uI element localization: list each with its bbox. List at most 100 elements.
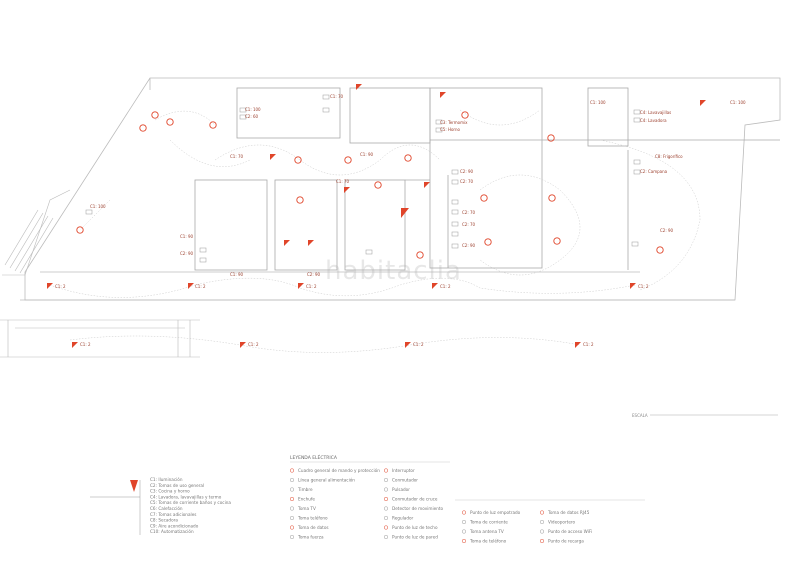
legend-symbol: [289, 534, 295, 540]
svg-text:C5: Horno: C5: Horno: [440, 127, 461, 132]
legend-item: C9: Aire acondicionado: [150, 523, 199, 528]
legend-symbol: [461, 510, 467, 515]
svg-text:C2: Campana: C2: Campana: [640, 169, 668, 174]
legend-item: C5: Tomas de corriente baños y cocina: [150, 500, 231, 505]
legend-item: C4: Lavadora, lavavajillas y termo: [150, 494, 222, 499]
svg-text:C1: 2: C1: 2: [55, 284, 66, 289]
legend-item: Toma de corriente: [469, 520, 508, 525]
legend-item: Timbre: [297, 487, 313, 492]
legend-item: C6: Calefacción: [150, 506, 183, 511]
legend-symbol: [539, 529, 545, 534]
legend-item: C7: Tomas adicionales: [150, 512, 196, 517]
scale-label: ESCALA: [632, 413, 648, 418]
legend-symbol: [461, 529, 467, 534]
legend-symbol: [289, 496, 295, 502]
outlet-symbols: [85, 94, 641, 263]
legend-symbol: [383, 468, 389, 473]
svg-text:C1: 2: C1: 2: [80, 342, 91, 347]
svg-text:C1: 2: C1: 2: [413, 342, 424, 347]
legend-item: Regulador: [392, 516, 414, 521]
legend-item: Punto de luz de techo: [392, 525, 438, 530]
legend-item: Pulsador: [392, 487, 410, 492]
legend-symbol: [383, 496, 389, 502]
svg-text:C1: 100: C1: 100: [90, 204, 106, 209]
legend-symbol: [383, 477, 389, 483]
legend-item: Interruptor: [392, 468, 415, 473]
svg-text:C1: 2: C1: 2: [440, 284, 451, 289]
svg-text:C1: 100: C1: 100: [245, 107, 261, 112]
svg-text:C1: 70: C1: 70: [230, 154, 244, 159]
legend-item: C3: Cocina y horno: [150, 489, 190, 494]
svg-text:C2: 90: C2: 90: [460, 169, 474, 174]
legend-item: Conmutador de cruce: [392, 497, 438, 502]
svg-text:C1: 100: C1: 100: [730, 100, 746, 105]
svg-text:C8: Frigorífico: C8: Frigorífico: [655, 154, 683, 159]
svg-text:C2: 90: C2: 90: [660, 228, 674, 233]
svg-text:C2: 60: C2: 60: [245, 114, 259, 119]
legend-item: C10: Automatización: [150, 529, 194, 534]
switch-markers: [47, 84, 706, 348]
legend-symbol: [289, 477, 295, 483]
interior-walls: [194, 87, 780, 271]
circuit-schematic: [90, 480, 141, 535]
legend-item: Toma de datos RJ45: [547, 510, 590, 515]
legend-symbol: [539, 538, 545, 544]
legend-symbol: [461, 519, 467, 525]
legend: [290, 461, 645, 501]
legend-symbol: [383, 534, 389, 540]
legend-item: Toma antena TV: [469, 529, 504, 534]
legend-item: Cuadro general de mando y protección: [298, 468, 380, 473]
circuit-lines: [49, 109, 701, 353]
legend-symbol: [383, 525, 389, 530]
legend-item: Toma teléfono: [297, 516, 328, 521]
svg-text:C2: 90: C2: 90: [462, 243, 476, 248]
svg-text:C1: 2: C1: 2: [638, 284, 649, 289]
legend-item: Punto de luz empotrado: [470, 510, 521, 515]
light-points: [76, 111, 664, 259]
legend-item: Detector de movimiento: [392, 506, 444, 511]
svg-text:C2: 70: C2: 70: [462, 210, 476, 215]
svg-text:C2: 70: C2: 70: [460, 179, 474, 184]
watermark: habitaclia: [325, 256, 462, 286]
terrace-band: [0, 319, 200, 358]
legend-item: Conmutador: [392, 478, 418, 483]
legend-item: Videoportero: [548, 520, 576, 525]
legend-item: Línea general alimentación: [298, 478, 355, 483]
svg-text:C1: 2: C1: 2: [195, 284, 206, 289]
legend-item: Toma de teléfono: [469, 539, 507, 544]
legend-symbol: [383, 515, 389, 521]
legend-item: C1: Iluminación: [150, 477, 183, 482]
legend-symbol: [539, 519, 545, 525]
legend-symbol: [289, 515, 295, 521]
legend-symbol: [539, 510, 545, 515]
legend-symbol: [289, 525, 295, 530]
legend-symbol: [289, 468, 295, 473]
svg-text:C1: 90: C1: 90: [180, 234, 194, 239]
svg-text:C2: 90: C2: 90: [180, 251, 194, 256]
svg-text:C3: Termomix: C3: Termomix: [440, 120, 468, 125]
svg-text:C1: 90: C1: 90: [360, 152, 374, 157]
svg-text:C1: 2: C1: 2: [583, 342, 594, 347]
svg-text:C1: 2: C1: 2: [248, 342, 259, 347]
legend-symbol: [383, 506, 389, 511]
legend-symbol: [289, 487, 295, 492]
legend-item: Toma de datos: [297, 525, 329, 530]
legend-item: Toma fuerza: [297, 535, 324, 540]
legend-item: C8: Secadora: [150, 518, 178, 523]
legend-item: Punto de acceso WiFi: [548, 529, 592, 534]
legend-item: Enchufe: [298, 497, 315, 502]
legend-item: Toma TV: [297, 506, 316, 511]
building-outline: [20, 77, 781, 301]
svg-text:C1: 90: C1: 90: [230, 272, 244, 277]
legend-item: Punto de luz de pared: [392, 535, 438, 540]
svg-text:C2: 70: C2: 70: [462, 222, 476, 227]
svg-text:C4: Lavavajillas: C4: Lavavajillas: [640, 110, 671, 115]
svg-text:C1: 70: C1: 70: [330, 94, 344, 99]
legend-item: Punto de recarga: [548, 539, 584, 544]
legend-item: C2: Tomas de uso general: [150, 483, 204, 488]
circuit-labels: C1: 100 C2: 60 C1: 70 C3: Termomix C5: H…: [55, 94, 746, 347]
